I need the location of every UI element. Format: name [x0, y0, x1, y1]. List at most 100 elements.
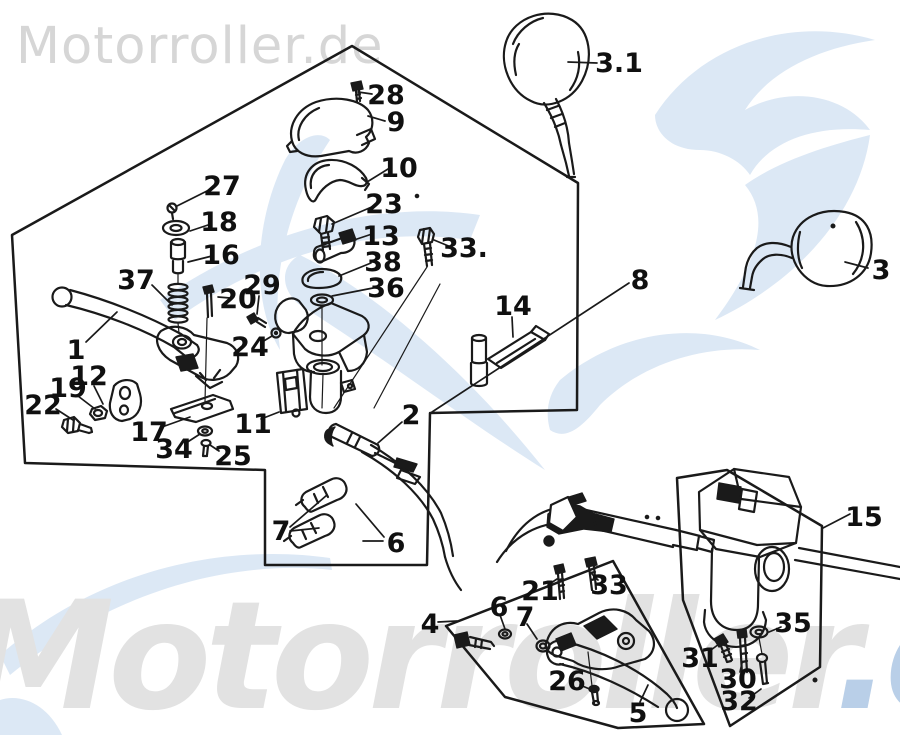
leader-line-9 [367, 115, 386, 122]
callout-7: 7 [516, 602, 535, 633]
leader-line-17 [161, 416, 191, 428]
callout-25: 25 [214, 441, 252, 472]
leader-line-20 [217, 296, 231, 299]
callout-27: 27 [203, 171, 241, 202]
brake-switch-pigtail [324, 422, 463, 592]
leader-line-10 [366, 168, 389, 183]
callout-34: 34 [155, 434, 193, 465]
leader-line-33. [433, 239, 452, 248]
leader-line-7 [289, 494, 328, 528]
callout-24: 24 [231, 332, 269, 363]
callout-18: 18 [200, 207, 238, 238]
leader-line-14 [511, 316, 514, 338]
leader-line-19 [77, 395, 96, 410]
leader-line-30 [739, 662, 743, 673]
pivot-bracket-parts [60, 379, 235, 458]
leader-line-23 [331, 205, 375, 225]
brake-lever-bottom-group [453, 556, 690, 723]
leader-line-5 [639, 684, 649, 703]
callout-33.: 33. [440, 233, 488, 264]
leader-line-22 [55, 408, 74, 421]
leader-line-27 [176, 189, 210, 207]
callout-31: 31 [681, 643, 719, 674]
callout-16: 16 [202, 240, 240, 271]
leader-line-8 [431, 282, 630, 413]
leader-line-24 [261, 335, 273, 343]
leader-line-3.1 [567, 61, 598, 64]
callout-36: 36 [367, 273, 405, 304]
leader-line-33 [591, 573, 599, 581]
leader-line-11 [260, 411, 280, 420]
callout-19: 19 [49, 373, 87, 404]
leader-line-29 [256, 295, 260, 315]
callout-28: 28 [367, 80, 405, 111]
master-cylinder [274, 297, 370, 418]
leader-line-4 [437, 620, 458, 623]
leader-line-34 [185, 433, 201, 444]
reference-dots [414, 193, 818, 683]
callout-38: 38 [364, 247, 402, 278]
callout-8: 8 [631, 265, 650, 296]
callout-11: 11 [234, 409, 272, 440]
leader-line-7 [526, 623, 538, 640]
leader-line-35 [768, 626, 782, 633]
callout-10: 10 [380, 153, 418, 184]
callout-1: 1 [67, 335, 86, 366]
brake-lever-left [51, 286, 240, 390]
handlebar-and-switch-housing [495, 492, 900, 581]
leader-line-28 [357, 91, 373, 95]
leader-line-3 [844, 261, 869, 269]
bottom-watermark-text: Motorroller.de [0, 570, 900, 735]
callout-9: 9 [387, 107, 406, 138]
leader-line-21 [547, 578, 558, 586]
callout-30: 30 [719, 664, 757, 695]
callout-15: 15 [845, 502, 883, 533]
bar-end-weight [469, 324, 551, 388]
callout-35: 35 [774, 608, 812, 639]
leader-line-1 [85, 311, 118, 343]
callout-37: 37 [117, 265, 155, 296]
leader-line-18 [189, 223, 212, 232]
callout-22: 22 [24, 390, 62, 421]
leader-line-32 [748, 688, 762, 699]
callout-6: 6 [490, 592, 509, 623]
callout-17: 17 [130, 417, 168, 448]
callout-6: 6 [387, 528, 406, 559]
leader-line-6 [499, 614, 506, 630]
leader-line-13 [353, 233, 373, 241]
leader-line-12 [93, 385, 104, 405]
callout-3.1: 3.1 [595, 48, 643, 79]
leader-line-16 [187, 255, 213, 263]
callout-32: 32 [720, 686, 758, 717]
callout-5: 5 [629, 698, 648, 729]
callout-26: 26 [548, 666, 586, 697]
callout-23: 23 [365, 189, 403, 220]
leader-line-37 [151, 284, 173, 306]
callout-33: 33 [590, 570, 628, 601]
leader-line-15 [822, 513, 851, 529]
leader-line-26 [579, 684, 593, 691]
callout-2: 2 [402, 400, 421, 431]
top-watermark-text: Motorroller.de [16, 17, 384, 76]
leader-line-36 [331, 287, 374, 297]
callout-7: 7 [272, 516, 291, 547]
throttle-group-outline [675, 468, 824, 728]
leader-line-31 [710, 643, 720, 651]
callout-3: 3 [872, 255, 891, 286]
cover-and-gasket [285, 80, 377, 203]
pivot-hardware-column [161, 202, 282, 403]
line-art-layer [10, 12, 900, 730]
leader-line-25 [209, 444, 220, 452]
brake-lever-group-outline [444, 559, 706, 730]
callout-20: 20 [219, 284, 257, 315]
eagle-logo-watermark [655, 31, 875, 320]
callout-29: 29 [243, 270, 281, 301]
callout-4: 4 [421, 609, 440, 640]
leader-line-6 [355, 503, 385, 538]
mirror-left [502, 12, 590, 179]
main-assembly-outline [10, 44, 580, 567]
banjo-bolts [282, 477, 348, 549]
leader-line-7 [289, 527, 320, 532]
